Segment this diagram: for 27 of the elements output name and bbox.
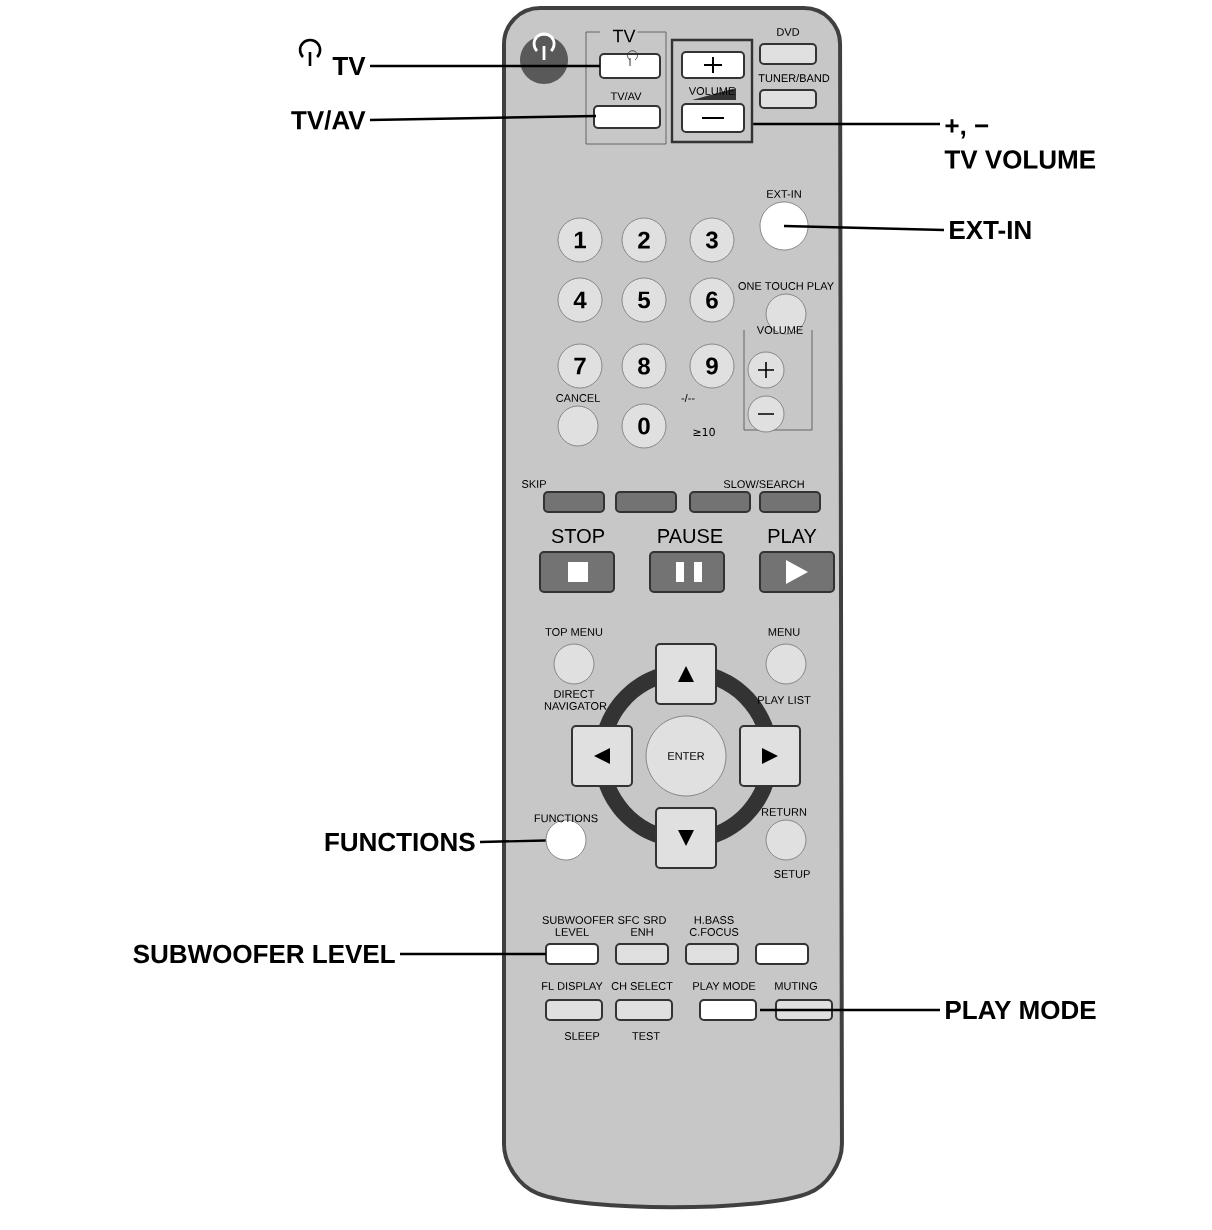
leader-line [760, 1008, 940, 1012]
button-label: 8 [638, 357, 650, 375]
callout-label: TV/AV [291, 110, 366, 130]
leader-line [370, 64, 600, 68]
button-label: 4 [573, 291, 587, 309]
button-label: PAUSE [658, 528, 723, 544]
leader-line [753, 122, 940, 126]
callout-label: FUNCTIONS [325, 832, 475, 852]
leader-line [783, 224, 945, 232]
button-label: 2 [638, 231, 650, 249]
button-label: 1 [574, 231, 586, 249]
callout-label: SUBWOOFER LEVEL [133, 944, 395, 964]
leader-line [400, 952, 546, 956]
button-label: 5 [638, 291, 650, 309]
button-label: 0 [638, 417, 650, 435]
button-label: PLAY [768, 529, 817, 543]
leader-line [369, 114, 597, 122]
callout-label: PLAY MODE [946, 1000, 1096, 1020]
callout-label: +, − TV VOLUME [944, 119, 1096, 169]
callout-label: TV [332, 57, 366, 75]
button-label: 9 [706, 357, 718, 375]
button-label: STOP [551, 528, 604, 544]
button-label: 7 [574, 357, 586, 375]
button-label: 6 [706, 291, 718, 309]
leader-line [479, 839, 546, 844]
button-label: 3 [705, 231, 718, 249]
callout-label: EXT-IN [950, 221, 1031, 239]
